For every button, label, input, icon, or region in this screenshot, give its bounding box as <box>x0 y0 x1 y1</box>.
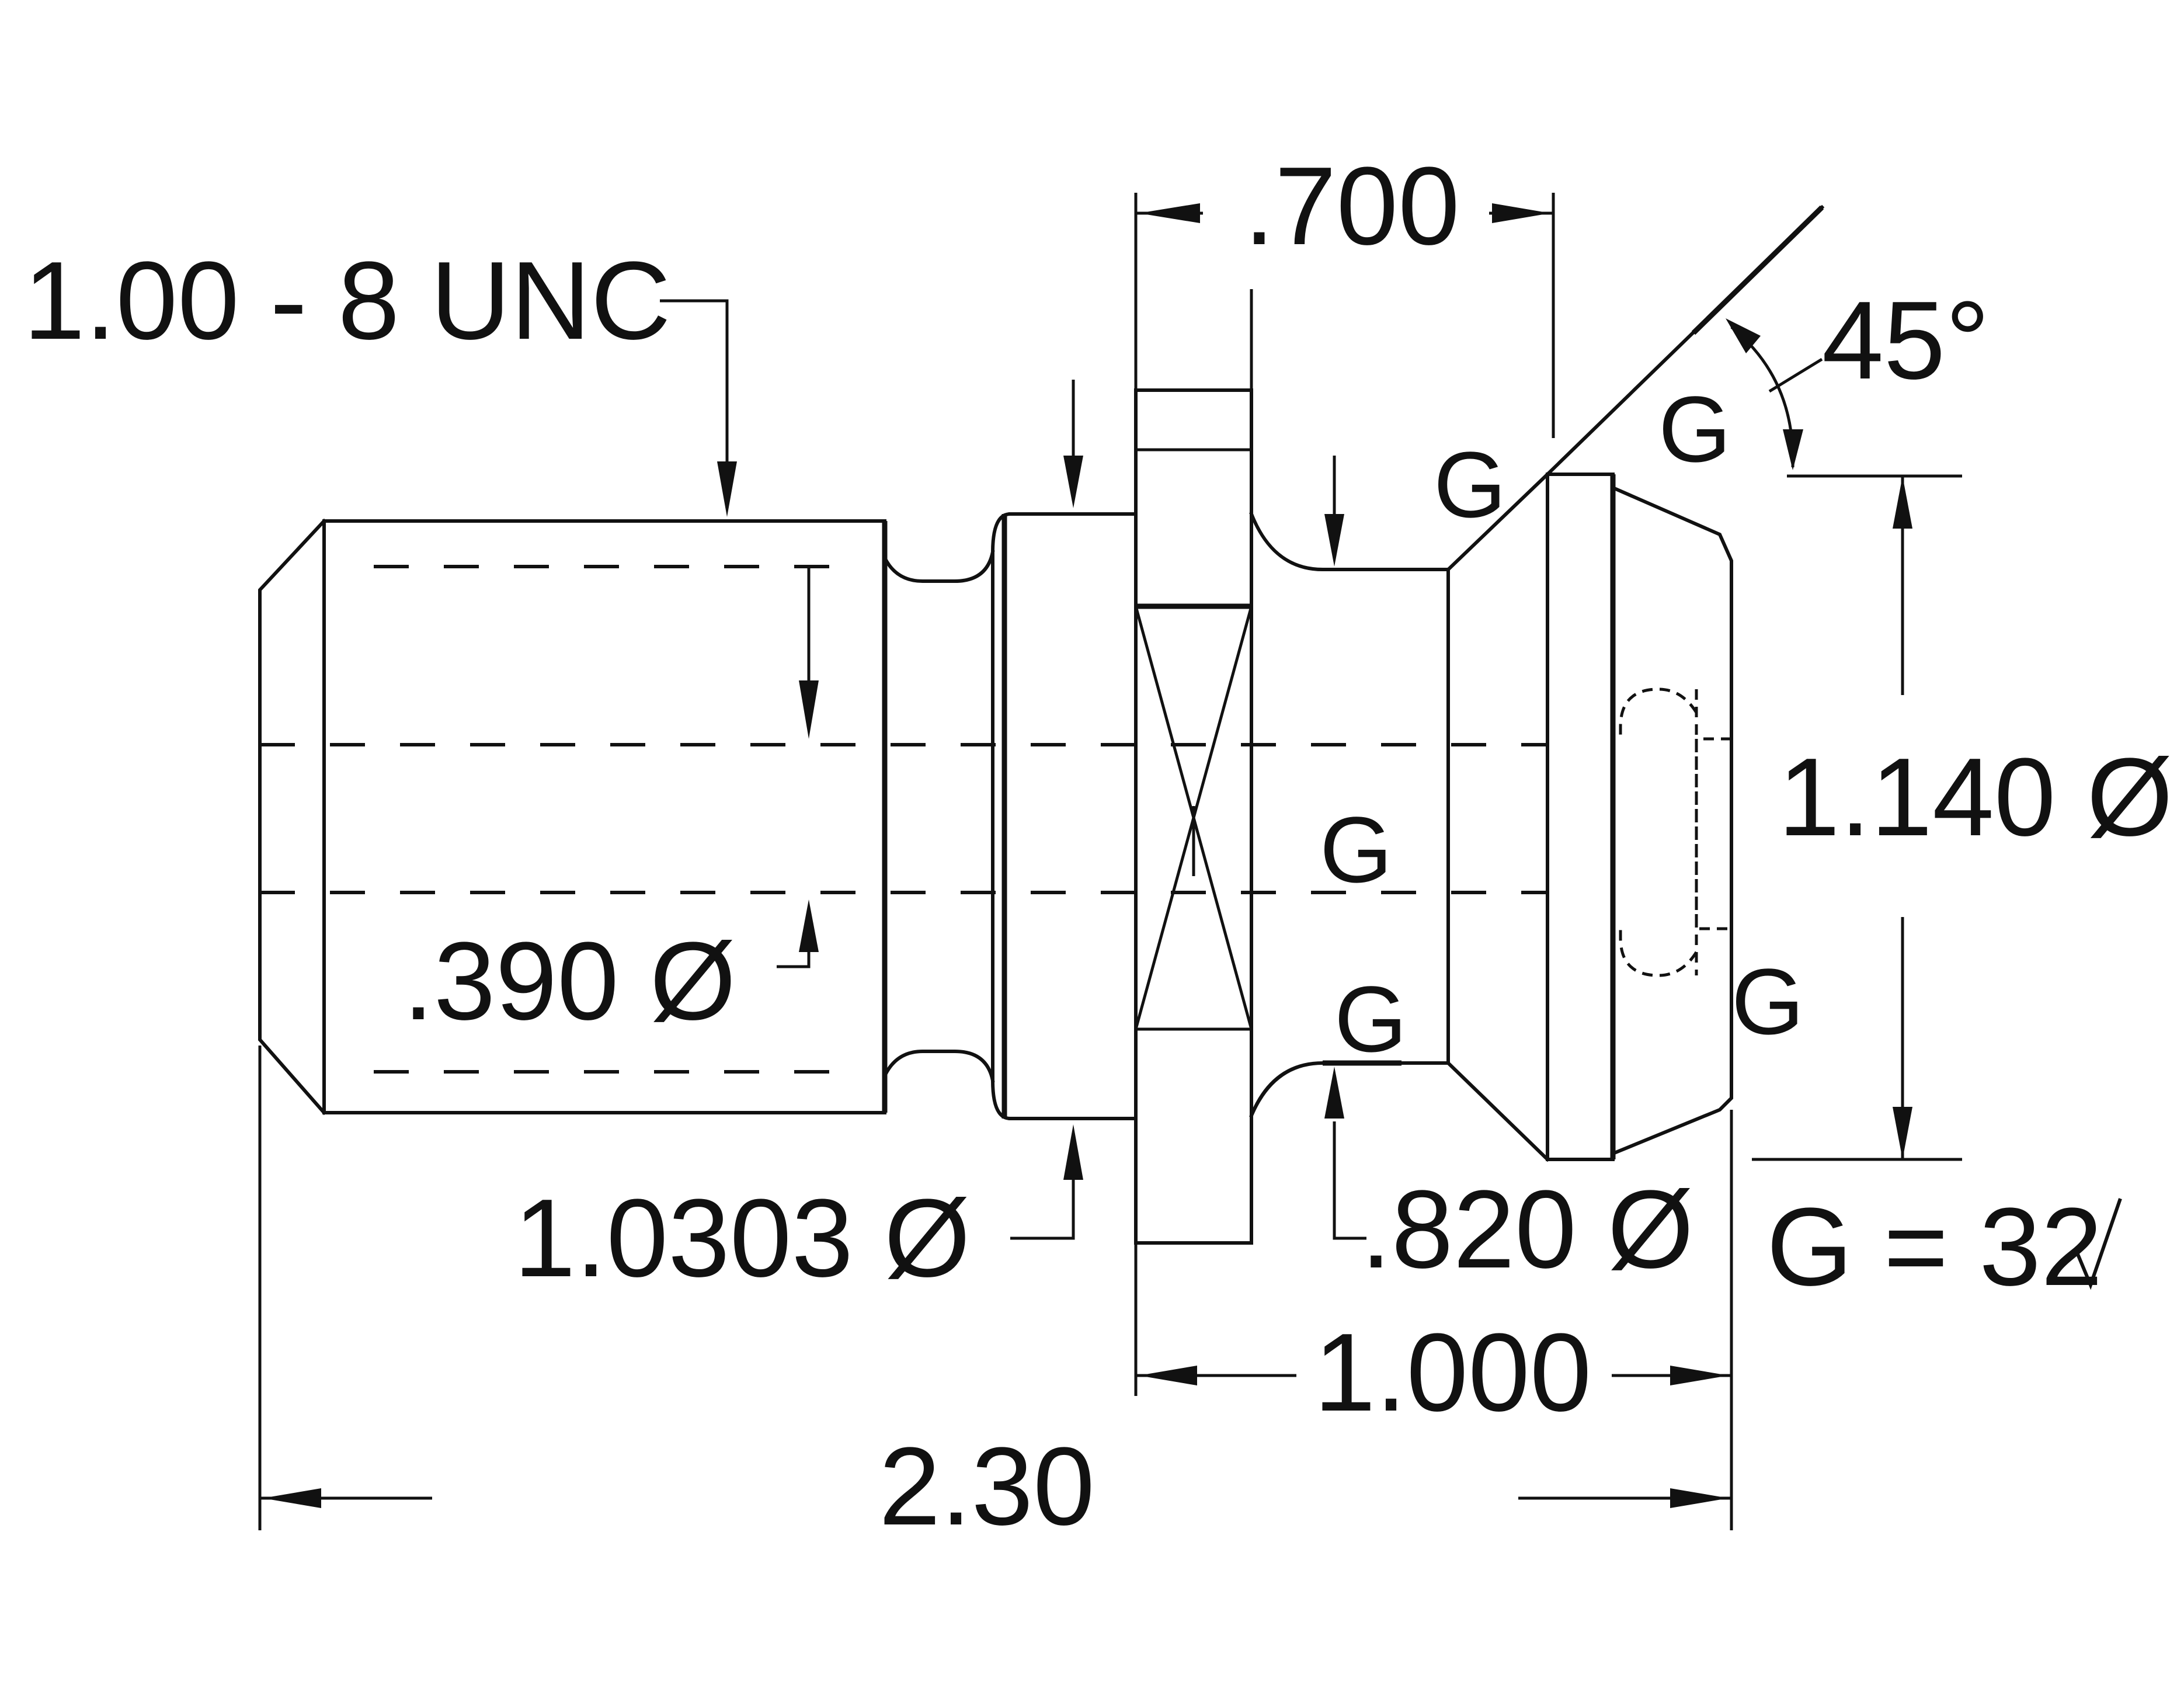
flange-width-dimension: .700 <box>1244 144 1460 268</box>
finish-symbol-neck-lower: G <box>1334 967 1407 1071</box>
head-diameter-dimension: 1.140 Ø <box>1778 735 2173 859</box>
finish-symbol-neck: G <box>1320 797 1392 902</box>
bore-diameter-dimension: .390 Ø <box>403 919 736 1043</box>
thread-callout: 1.00 - 8 UNC <box>23 239 671 363</box>
finish-symbol-head-top: G <box>1658 377 1731 481</box>
shank-diameter-dimension: 1.0303 Ø <box>514 1176 971 1300</box>
part-outline <box>258 388 1733 1245</box>
neck-diameter-dimension: .820 Ø <box>1361 1168 1693 1291</box>
finish-symbol-cone: G <box>1434 432 1506 537</box>
overall-length-dimension: 2.30 <box>879 1425 1095 1548</box>
finish-symbol-head-face: G <box>1731 949 1804 1054</box>
head-length-dimension: 1.000 <box>1314 1311 1591 1435</box>
angle-dimension: 45° <box>1822 279 1990 402</box>
dimension-lines <box>258 193 1962 1530</box>
hidden-lines <box>260 565 1547 1074</box>
surface-finish-check-icon <box>2074 1198 2122 1290</box>
surface-finish-note: G = 32 <box>1766 1185 2103 1309</box>
